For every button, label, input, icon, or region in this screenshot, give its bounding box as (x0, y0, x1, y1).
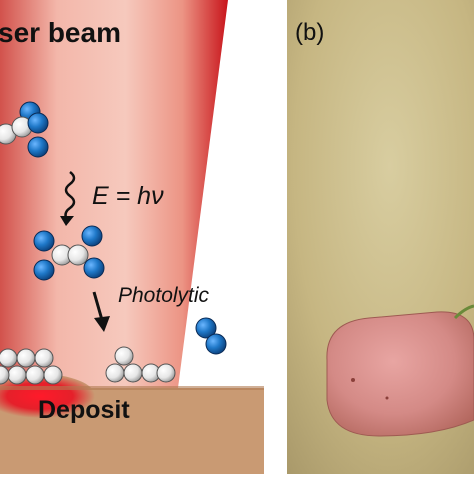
photon-arrow-icon (60, 171, 76, 226)
panel-a-schematic: ser beam E = hν Photoly (0, 0, 264, 474)
green-speck (453, 304, 474, 320)
precursor-molecule-1 (0, 101, 49, 158)
deposited-atoms-left (0, 348, 63, 385)
down-arrow-icon (92, 291, 110, 332)
laser-deposition-diagram: ser beam E = hν Photoly (0, 0, 264, 474)
pink-deposit (326, 311, 474, 437)
laser-beam (0, 0, 228, 388)
energy-equation: E = hν (92, 182, 164, 210)
deposit-photograph: (b) (287, 0, 474, 474)
precursor-molecule-2 (33, 225, 105, 281)
panel-b-photo: (b) (287, 0, 474, 474)
deposit-glow (0, 374, 95, 418)
beam-label: ser beam (0, 17, 121, 48)
deposited-atoms-right (105, 346, 176, 383)
deposit-spot (385, 396, 389, 400)
deposit-spot (351, 378, 355, 382)
panel-b-label: (b) (295, 19, 324, 46)
deposit-label: Deposit (38, 396, 130, 424)
byproduct-molecule (195, 317, 227, 355)
process-label: Photolytic (118, 284, 210, 307)
